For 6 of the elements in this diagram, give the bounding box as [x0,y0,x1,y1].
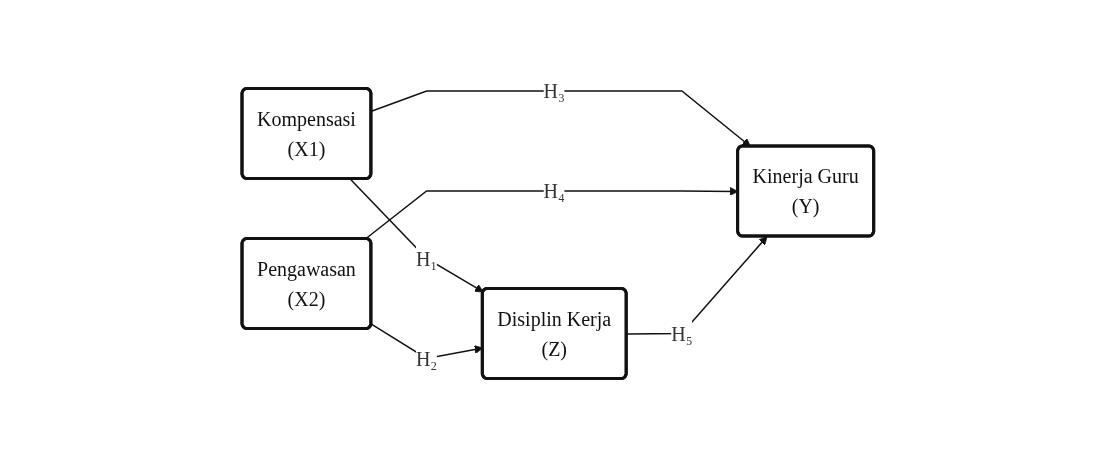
edge-label: H₅ [670,322,693,345]
edge-label: H₁ [415,247,437,270]
arrow [349,178,484,293]
edge-label: H₃ [543,79,565,102]
edge-label: H₂ [415,347,437,370]
edge-label: H₄ [543,179,565,202]
